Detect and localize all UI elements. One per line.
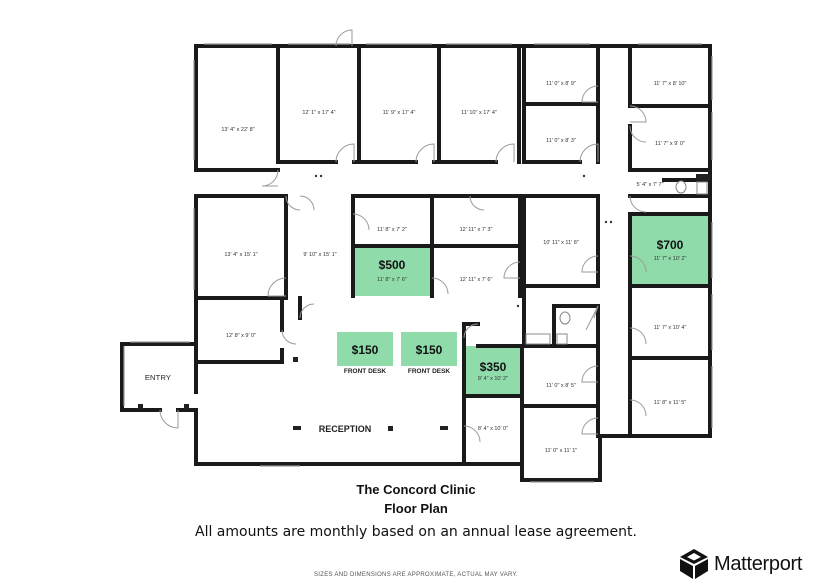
room-dim-label: 9' 10" x 15' 1" xyxy=(303,252,336,258)
office-700-highlight[interactable] xyxy=(630,216,709,286)
room-dim-label: 5' 4" x 7' 7" xyxy=(636,182,663,188)
room-dim-label: 13' 4" x 22' 8" xyxy=(221,127,254,133)
room-dim-label: 11' 0" x 11' 1" xyxy=(545,448,577,454)
fixtures xyxy=(138,174,710,431)
office-500-dims: 11' 8" x 7' 6" xyxy=(377,277,407,283)
counter-icon xyxy=(556,333,568,345)
toilet-icon xyxy=(675,180,687,194)
room-dim-label: 10' 11" x 11' 8" xyxy=(543,240,579,246)
windows xyxy=(123,43,713,483)
room-dimensions: 13' 4" x 22' 8" 12' 1" x 17' 4" 11' 9" x… xyxy=(221,81,686,454)
front-desk-2-label: FRONT DESK xyxy=(408,368,451,375)
office-500-highlight[interactable] xyxy=(353,246,432,296)
plan-title: The Concord Clinic xyxy=(356,482,476,497)
reception-label: RECEPTION xyxy=(319,424,372,434)
room-dim-label: 11' 9" x 17' 4" xyxy=(383,110,416,116)
sink-icon xyxy=(696,181,708,195)
doors xyxy=(159,29,647,443)
entry-label: ENTRY xyxy=(145,373,171,382)
lease-note: All amounts are monthly based on an annu… xyxy=(195,524,637,540)
room-dim-label: 11' 10" x 17' 4" xyxy=(461,110,497,116)
room-dim-label: 11' 7" x 8' 10" xyxy=(654,81,687,87)
office-prices: $500 11' 8" x 7' 6" $700 11' 7" x 10' 2"… xyxy=(377,238,686,382)
office-500-price: $500 xyxy=(379,258,406,272)
plan-subtitle: Floor Plan xyxy=(384,501,448,516)
disclaimer: SIZES AND DIMENSIONS ARE APPROXIMATE, AC… xyxy=(313,572,519,578)
front-desk-2-highlight[interactable] xyxy=(401,332,457,366)
room-dim-label: 11' 8" x 7' 2" xyxy=(377,227,407,233)
room-dim-label: 11' 7" x 10' 4" xyxy=(654,325,687,331)
front-desk-1-label: FRONT DESK xyxy=(344,368,387,375)
sink-icon xyxy=(525,333,551,345)
office-700-dims: 11' 7" x 10' 2" xyxy=(654,256,687,262)
room-dim-label: 12' 8" x 9' 0" xyxy=(226,333,256,339)
room-dim-label: 12' 11" x 7' 3" xyxy=(460,227,493,233)
room-dim-label: 11' 0" x 8' 3" xyxy=(546,138,576,144)
front-desks: $150 FRONT DESK $150 FRONT DESK xyxy=(344,343,451,375)
front-desk-1-highlight[interactable] xyxy=(337,332,393,366)
matterport-logo: Matterport xyxy=(680,549,802,579)
office-350-dims: 8' 4" x 10' 2" xyxy=(478,376,508,382)
office-350-highlight[interactable] xyxy=(464,346,521,396)
room-dim-label: 12' 1" x 17' 4" xyxy=(302,110,335,116)
room-dim-label: 8' 4" x 10' 0" xyxy=(478,426,508,432)
room-dim-label: 13' 4" x 15' 1" xyxy=(224,252,257,258)
room-dim-label: 11' 0" x 8' 9" xyxy=(546,81,576,87)
office-700-price: $700 xyxy=(657,238,684,252)
matterport-logo-icon xyxy=(680,549,708,579)
room-dim-label: 11' 0" x 8' 5" xyxy=(546,383,576,389)
front-desk-2-price: $150 xyxy=(416,343,443,357)
room-dim-label: 11' 8" x 11' 5" xyxy=(654,400,686,406)
toilet-icon xyxy=(559,311,571,325)
front-desk-1-price: $150 xyxy=(352,343,379,357)
room-dim-label: 11' 7" x 9' 0" xyxy=(655,141,685,147)
room-dim-label: 12' 11" x 7' 6" xyxy=(460,277,493,283)
matterport-wordmark: Matterport xyxy=(714,552,803,575)
office-350-price: $350 xyxy=(480,360,507,374)
